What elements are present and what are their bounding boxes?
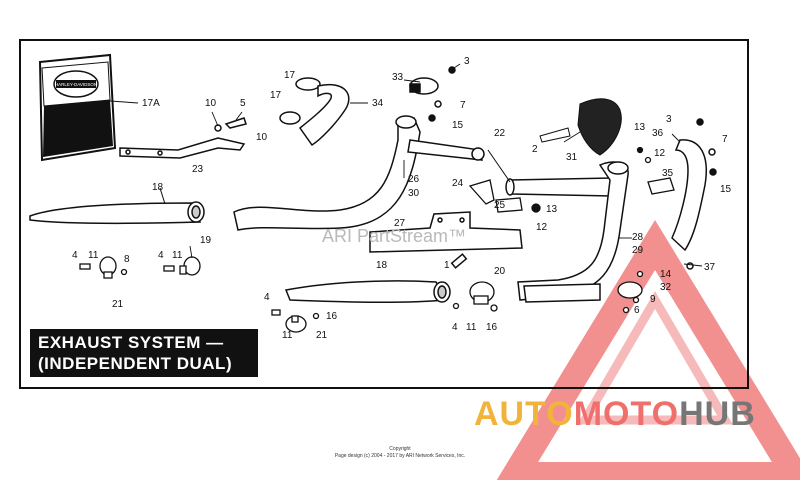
callout-22: 22 <box>494 128 506 139</box>
callout-4: 4 <box>452 322 458 333</box>
callout-34: 34 <box>372 98 384 109</box>
callout-21: 21 <box>316 330 328 341</box>
bracket-24 <box>468 179 541 213</box>
callout-8: 8 <box>124 254 130 265</box>
clamp-group-left-1 <box>79 256 128 279</box>
callout-4: 4 <box>158 250 164 261</box>
callout-11: 11 <box>282 330 293 341</box>
heat-shield-36 <box>671 118 717 270</box>
callout-31: 31 <box>566 152 578 163</box>
muffler-center <box>284 253 468 304</box>
bracket-23 <box>119 117 247 159</box>
clamp-21 <box>271 309 320 333</box>
bracket-27 <box>369 211 523 253</box>
heat-shield-31 <box>539 98 622 156</box>
copyright-label: Copyright <box>389 446 411 452</box>
brand-part-1: AUTO <box>474 395 574 433</box>
callout-5: 5 <box>240 98 246 109</box>
callout-18: 18 <box>152 182 164 193</box>
callout-6: 6 <box>634 305 640 316</box>
callout-32: 32 <box>660 282 672 293</box>
callout-18: 18 <box>376 260 388 271</box>
callout-16: 16 <box>326 311 338 322</box>
callout-11: 11 <box>466 322 477 333</box>
page-design-credit: Page design (c) 2004 - 2017 by ARI Netwo… <box>334 453 466 459</box>
heat-shield-upper <box>279 77 368 147</box>
callout-20: 20 <box>494 266 506 277</box>
callout-25: 25 <box>494 200 506 211</box>
brand-part-2: MOTO <box>573 395 680 433</box>
callout-29: 29 <box>632 245 644 256</box>
harley-logo-text: HARLEY-DAVIDSON <box>55 82 97 87</box>
bracket-35 <box>636 146 675 195</box>
clamp-33 <box>409 66 456 122</box>
brand-part-3: HUB <box>679 395 756 433</box>
callout-33: 33 <box>392 72 404 83</box>
badge-17a: HARLEY-DAVIDSON <box>38 53 139 162</box>
title-line-2: (INDEPENDENT DUAL) <box>38 354 233 373</box>
callout-11: 11 <box>172 250 183 261</box>
callout-2: 2 <box>532 144 538 155</box>
callout-12: 12 <box>654 148 666 159</box>
callout-7: 7 <box>722 134 728 145</box>
callout-3: 3 <box>464 56 470 67</box>
callout-17: 17 <box>270 90 282 101</box>
callout-30: 30 <box>408 188 420 199</box>
callout-17: 17 <box>284 70 296 81</box>
callout-15: 15 <box>720 184 732 195</box>
warning-triangle-watermark <box>496 219 800 480</box>
callout-3: 3 <box>666 114 672 125</box>
callout-24: 24 <box>452 178 464 189</box>
callout-9: 9 <box>650 294 656 305</box>
leader-lines <box>189 63 703 267</box>
callout-11: 11 <box>88 250 99 261</box>
callout-14: 14 <box>660 269 672 280</box>
callout-1: 1 <box>444 260 450 271</box>
callout-19: 19 <box>200 235 212 246</box>
callout-36: 36 <box>652 128 664 139</box>
muffler-rear-section <box>523 283 601 303</box>
callout-4: 4 <box>264 292 270 303</box>
callout-4: 4 <box>72 250 78 261</box>
diagram-frame <box>19 39 749 389</box>
callout-10: 10 <box>205 98 217 109</box>
callout-16: 16 <box>486 322 498 333</box>
callout-21: 21 <box>112 299 124 310</box>
automotohub-watermark: AUTOMOTOHUB <box>474 395 756 434</box>
callout-13: 13 <box>634 122 646 133</box>
callout-35: 35 <box>662 168 674 179</box>
partstream-watermark: ARI PartStream™ <box>322 226 467 246</box>
callout-7: 7 <box>460 100 466 111</box>
callout-26: 26 <box>408 174 420 185</box>
header-pipe-front <box>233 115 485 231</box>
clamp-group-left-2 <box>163 256 201 276</box>
callout-13: 13 <box>546 204 558 215</box>
callout-28: 28 <box>632 232 644 243</box>
callout-12: 12 <box>536 222 548 233</box>
callout-15: 15 <box>452 120 464 131</box>
title-line-1: EXHAUST SYSTEM — <box>38 333 224 352</box>
callout-23: 23 <box>192 164 204 175</box>
callout-10: 10 <box>256 132 268 143</box>
callout-27: 27 <box>394 218 406 229</box>
callout-37: 37 <box>704 262 716 273</box>
muffler-left <box>29 187 205 225</box>
clamp-20 <box>452 281 498 312</box>
callout-17a: 17A <box>142 98 160 109</box>
clamp-32 <box>617 270 644 314</box>
callout-labels: 17A 10 5 10 23 18 4 11 8 21 4 11 19 17 1… <box>72 56 732 341</box>
diagram-title: EXHAUST SYSTEM — (INDEPENDENT DUAL) <box>30 329 258 377</box>
header-pipe-rear <box>487 149 629 301</box>
